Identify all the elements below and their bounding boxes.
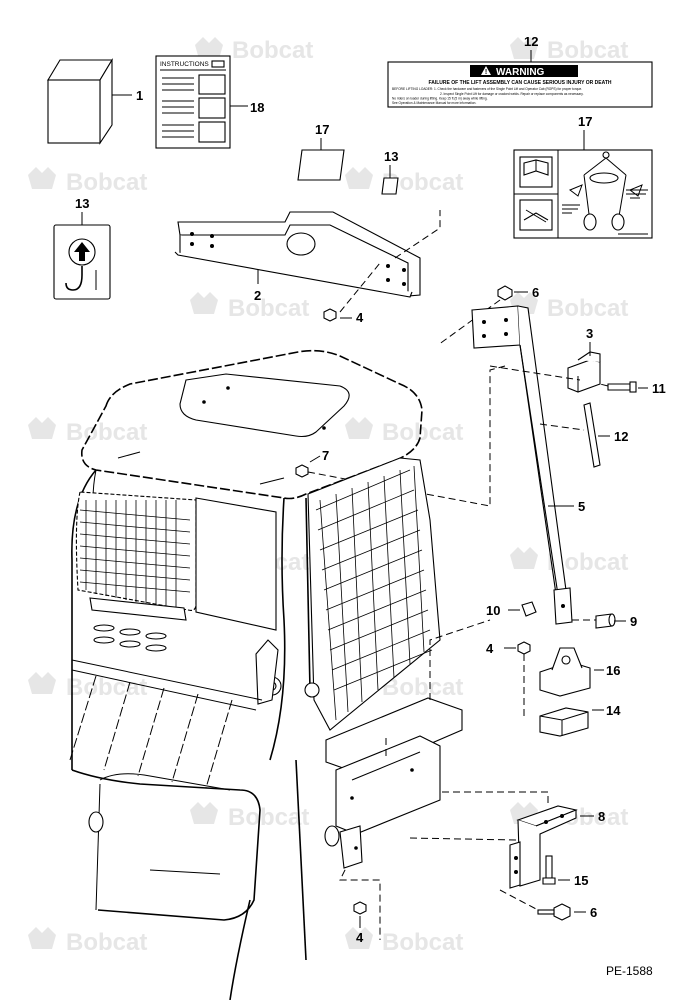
nut-4-upper: [323, 308, 352, 322]
small-decal-13: [381, 165, 399, 195]
manual-box: [47, 58, 132, 145]
callout-4-middle: 4: [486, 641, 494, 656]
svg-text:!: !: [485, 69, 487, 76]
svg-text:Bobcat: Bobcat: [66, 929, 147, 956]
cab-vent-slots: [93, 624, 167, 652]
bolt-11: [599, 381, 648, 393]
watermark-logo: Bobcat: [195, 37, 313, 64]
svg-text:2. Inspect Single Point Lift f: 2. Inspect Single Point Lift for damage …: [440, 92, 584, 96]
watermark-logo: Bobcat: [190, 292, 309, 322]
callout-11: 11: [652, 381, 666, 396]
cab-front-mesh: [79, 500, 191, 608]
lift-strap-5: [471, 305, 574, 625]
callout-12-top: 12: [524, 34, 538, 49]
nut-4-lower: [353, 901, 367, 928]
bushing-9: [572, 613, 626, 629]
svg-text:Bobcat: Bobcat: [382, 929, 463, 956]
callout-3: 3: [586, 326, 593, 341]
callout-6-lower: 6: [590, 905, 597, 920]
small-decal-17: [297, 138, 345, 181]
mount-plate-8: [339, 791, 594, 940]
warning-decal: ! WARNING FAILURE OF THE LIFT ASSEMBLY C…: [387, 50, 653, 108]
svg-text:Bobcat: Bobcat: [547, 295, 628, 322]
svg-text:Bobcat: Bobcat: [547, 37, 628, 64]
callout-12-strip: 12: [614, 429, 628, 444]
callout-13-upper: 13: [384, 149, 398, 164]
watermark-logo: Bobcat: [345, 927, 463, 956]
cab-floor-rails: [69, 659, 263, 789]
cab-side-mesh: [315, 465, 433, 721]
watermark-logo: Bobcat: [345, 417, 463, 446]
callout-17-right: 17: [578, 114, 592, 129]
svg-text:WARNING: WARNING: [496, 67, 545, 78]
callout-5: 5: [578, 499, 585, 514]
watermark-logo: Bobcat: [190, 802, 309, 831]
callout-9: 9: [630, 614, 637, 629]
callout-7: 7: [322, 448, 329, 463]
nut-4-middle: [504, 641, 531, 720]
callout-8: 8: [598, 809, 605, 824]
svg-text:Bobcat: Bobcat: [382, 419, 463, 446]
callout-6-upper: 6: [532, 285, 539, 300]
lift-instruction-decal: [513, 130, 653, 239]
callout-14: 14: [606, 703, 621, 718]
watermark-logo: Bobcat: [28, 417, 147, 446]
pin-10: [508, 601, 537, 617]
callout-4-lower: 4: [356, 930, 364, 945]
bolt-15: [542, 855, 570, 885]
decal-strip-12: [489, 365, 610, 468]
watermark-logo: Bobcat: [510, 802, 628, 831]
svg-text:Bobcat: Bobcat: [66, 169, 147, 196]
svg-text:Bobcat: Bobcat: [66, 419, 147, 446]
watermark-logo: Bobcat: [510, 547, 628, 576]
svg-text:See Operation & Maintenance Ma: See Operation & Maintenance Manual for m…: [392, 101, 476, 105]
svg-text:Bobcat: Bobcat: [66, 674, 147, 701]
callout-13-left: 13: [75, 196, 89, 211]
watermark-logo: Bobcat: [28, 927, 147, 956]
mount-bracket-16: [539, 647, 604, 697]
watermark-logo: Bobcat: [28, 672, 147, 701]
svg-text:Bobcat: Bobcat: [228, 804, 309, 831]
callout-15: 15: [574, 873, 588, 888]
callout-10: 10: [486, 603, 500, 618]
spacer-block-14: [539, 707, 604, 737]
bolt-6-lower: [499, 889, 586, 921]
part-code: PE-1588: [606, 964, 653, 978]
callout-4-upper: 4: [356, 310, 364, 325]
svg-text:No riders on loader during lif: No riders on loader during lifting. Keep…: [392, 97, 488, 101]
lift-decal-notes: [562, 189, 648, 235]
callout-1: 1: [136, 88, 143, 103]
watermark-logo: Bobcat: [28, 167, 147, 196]
callout-labels: 1 18 12 17 13 13 17 2 4 6 3 11 12 7 5 10…: [75, 34, 666, 945]
svg-text:INSTRUCTIONS: INSTRUCTIONS: [160, 61, 209, 68]
svg-text:Bobcat: Bobcat: [382, 674, 463, 701]
watermark-logo: Bobcat: [345, 167, 463, 196]
bolt-6-upper: [437, 285, 528, 346]
clamp-3: [567, 342, 601, 393]
loader-cab: [69, 349, 491, 1000]
instructions-text-lines: [162, 77, 194, 138]
callout-17-upper: 17: [315, 122, 329, 137]
callout-16: 16: [606, 663, 620, 678]
callout-18: 18: [250, 100, 264, 115]
instructions-decal: INSTRUCTIONS: [155, 55, 248, 149]
svg-text:FAILURE OF THE LIFT ASSEMBLY C: FAILURE OF THE LIFT ASSEMBLY CAN CAUSE S…: [428, 80, 611, 86]
svg-text:BEFORE LIFTING LOADER: 1. Chec: BEFORE LIFTING LOADER: 1. Check the hard…: [392, 87, 582, 91]
svg-text:Bobcat: Bobcat: [232, 37, 313, 64]
lift-point-decal: [53, 212, 111, 300]
callout-2: 2: [254, 288, 261, 303]
lift-bracket: [174, 210, 441, 313]
svg-text:Bobcat: Bobcat: [228, 295, 309, 322]
